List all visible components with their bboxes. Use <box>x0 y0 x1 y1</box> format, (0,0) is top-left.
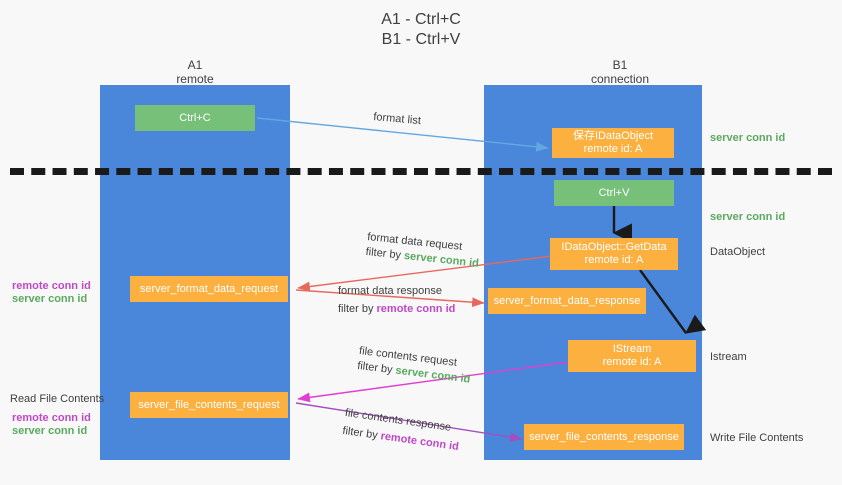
column-header-a1: A1 remote <box>130 58 260 86</box>
right-label-server-conn-id-2: server conn id <box>710 211 786 223</box>
left-label-server-conn-id-2: server conn id <box>12 425 88 437</box>
box-istream-label: IStream <box>612 343 652 355</box>
box-server-file-contents-response[interactable]: server_file_contents_response <box>524 424 684 450</box>
box-server-file-contents-request-label: server_file_contents_request <box>138 398 280 411</box>
box-server-format-data-response-label: server_format_data_response <box>493 294 641 307</box>
box-ctrl-c-label: Ctrl+C <box>179 111 211 124</box>
box-server-file-contents-response-label: server_file_contents_response <box>529 430 679 443</box>
column-b1-name: B1 <box>612 58 628 72</box>
flow-label-format-data-response: format data response filter by remote co… <box>338 284 455 317</box>
box-idataobject-getdata-sub: remote id: A <box>584 254 644 266</box>
left-label-server-conn-id-1: server conn id <box>12 293 88 305</box>
filter-prefix-1: filter by <box>365 245 405 262</box>
left-label-remote-conn-id-1: remote conn id <box>12 280 91 292</box>
flow-label-format-list-line1: format list <box>372 110 422 128</box>
box-save-idataobject-sub: remote id: A <box>583 143 643 155</box>
right-label-istream: Istream <box>710 351 747 363</box>
flow-label-format-data-response-line1: format data response <box>338 285 442 297</box>
box-server-format-data-request[interactable]: server_format_data_request <box>130 276 288 302</box>
box-server-file-contents-request[interactable]: server_file_contents_request <box>130 392 288 418</box>
box-istream[interactable]: IStream remote id: A <box>568 340 696 372</box>
right-label-server-conn-id-1: server conn id <box>710 132 786 144</box>
flow-label-file-contents-response: file contents response filter by remote … <box>341 406 462 455</box>
title-line-1: A1 - Ctrl+C <box>381 11 461 28</box>
flow-label-format-data-request: format data request filter by server con… <box>365 230 481 272</box>
box-save-idataobject[interactable]: 保存IDataObject remote id: A <box>552 128 674 158</box>
column-header-b1: B1 connection <box>545 58 695 86</box>
right-label-dataobject: DataObject <box>710 246 766 258</box>
column-b1-sub: connection <box>590 72 650 86</box>
filter-prefix-4: filter by <box>341 424 382 443</box>
filter-prefix-2: filter by <box>338 303 377 315</box>
page-title: A1 - Ctrl+C B1 - Ctrl+V <box>0 10 842 50</box>
flow-label-file-contents-request: file contents request filter by server c… <box>356 344 473 388</box>
flow-label-format-data-response-filter: filter by remote conn id <box>338 302 455 317</box>
phase-separator <box>10 168 832 175</box>
title-line-2: B1 - Ctrl+V <box>381 31 461 48</box>
box-save-idataobject-label: 保存IDataObject <box>572 130 654 142</box>
filter-prefix-3: filter by <box>356 359 397 377</box>
box-idataobject-getdata-label: IDataObject::GetData <box>561 241 667 253</box>
left-label-read-file-contents: Read File Contents <box>10 393 105 405</box>
column-a1-sub: remote <box>176 72 214 86</box>
column-a1-name: A1 <box>187 58 203 72</box>
filter-value-2: remote conn id <box>376 303 456 315</box>
flow-label-format-list: format list <box>373 110 422 129</box>
box-ctrl-v-label: Ctrl+V <box>598 186 630 199</box>
box-ctrl-c[interactable]: Ctrl+C <box>135 105 255 131</box>
right-label-write-file-contents: Write File Contents <box>710 432 804 444</box>
box-server-format-data-request-label: server_format_data_request <box>139 282 279 295</box>
box-ctrl-v[interactable]: Ctrl+V <box>554 180 674 206</box>
box-idataobject-getdata[interactable]: IDataObject::GetData remote id: A <box>550 238 678 270</box>
box-server-format-data-response[interactable]: server_format_data_response <box>488 288 646 314</box>
left-label-remote-conn-id-2: remote conn id <box>12 412 91 424</box>
box-istream-sub: remote id: A <box>602 356 662 368</box>
